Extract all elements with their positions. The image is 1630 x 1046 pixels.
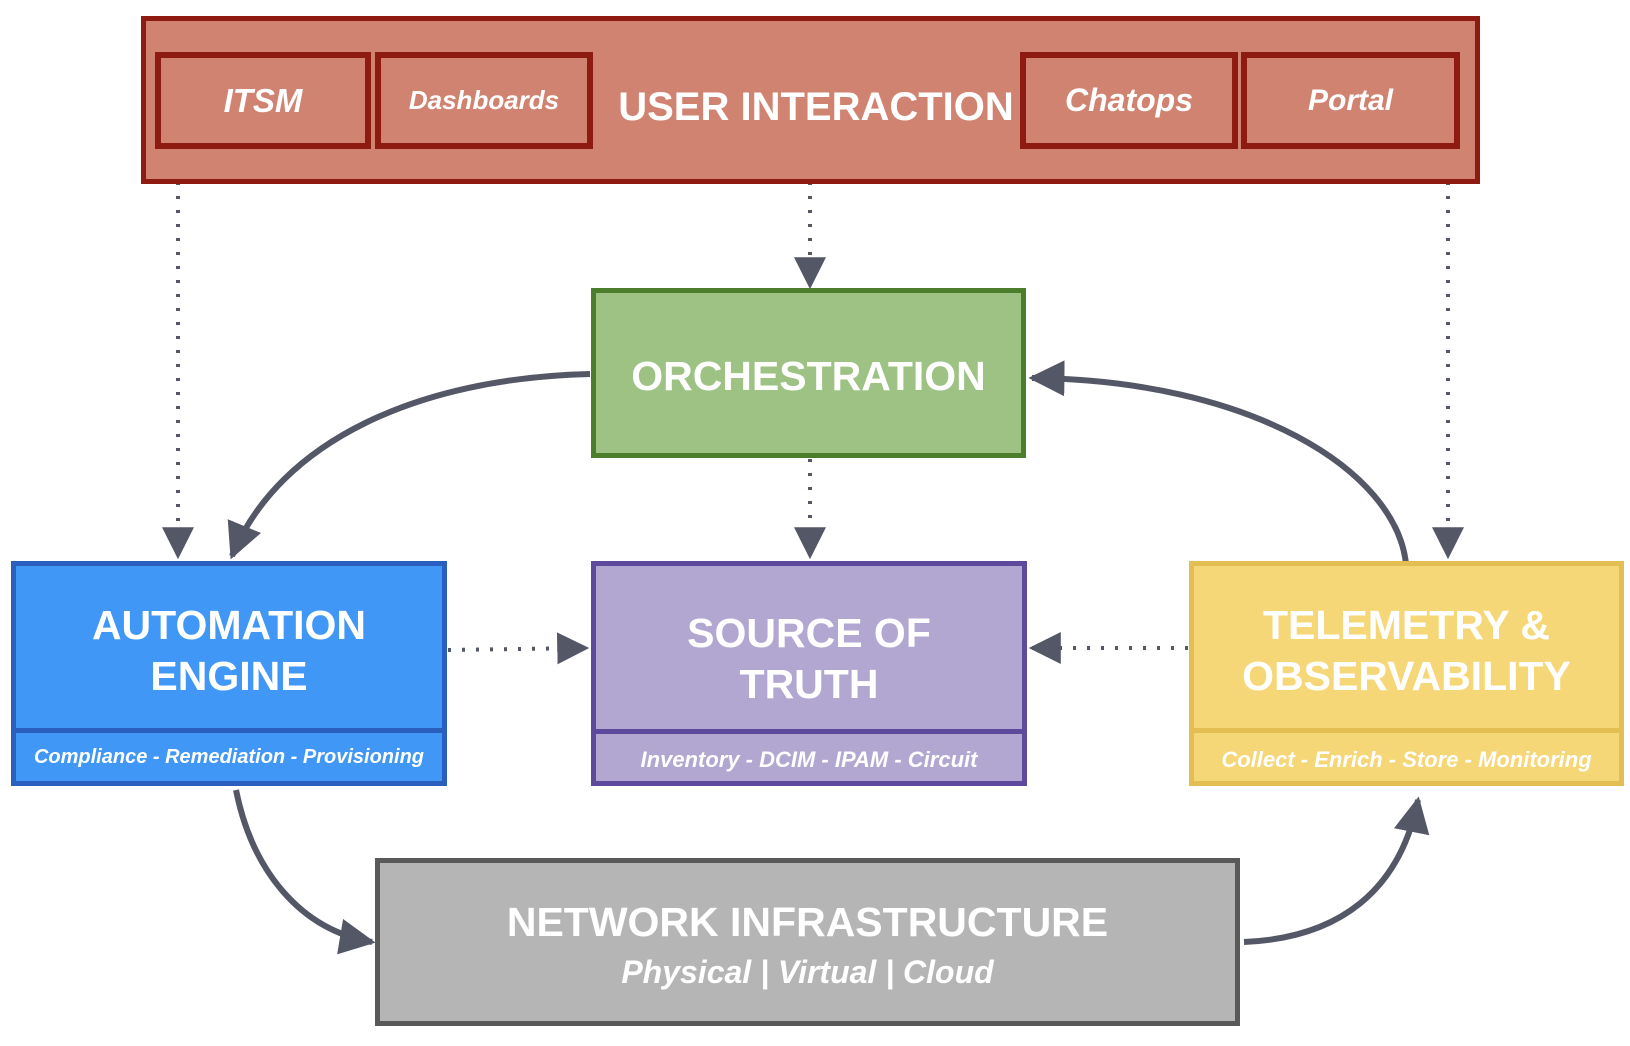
automation-divider: [16, 728, 442, 733]
user-interaction-title: USER INTERACTION: [618, 85, 1014, 129]
ui-item-dashboards: Dashboards: [375, 52, 593, 149]
arrow-network-to-telemetry: [1243, 796, 1430, 945]
arrow-orchestration-to-automation: [227, 371, 591, 560]
telemetry-divider: [1194, 728, 1619, 733]
sot-divider: [596, 729, 1022, 734]
sot-title-line1: SOURCE OF: [687, 610, 931, 656]
sot-subtitle: Inventory - DCIM - IPAM - Circuit: [640, 747, 978, 772]
automation-title-line1: AUTOMATION: [91, 602, 367, 648]
network-title: NETWORK INFRASTRUCTURE: [506, 899, 1109, 945]
network-infrastructure-box: NETWORK INFRASTRUCTURE Physical | Virtua…: [375, 858, 1240, 1026]
arrow-telemetry-to-orchestration: [1028, 360, 1409, 565]
telemetry-box: TELEMETRY & OBSERVABILITY Collect - Enri…: [1189, 561, 1624, 786]
ui-item-itsm: ITSM: [155, 52, 371, 149]
automation-engine-box: AUTOMATION ENGINE Compliance - Remediati…: [11, 561, 447, 786]
ui-item-portal: Portal: [1241, 52, 1460, 149]
dotted-arrow-automation-to-sot: [447, 632, 590, 665]
source-of-truth-box: SOURCE OF TRUTH Inventory - DCIM - IPAM …: [591, 561, 1027, 786]
automation-title-line2: ENGINE: [150, 653, 308, 699]
orchestration-title: ORCHESTRATION: [631, 353, 986, 399]
sot-title-line2: TRUTH: [739, 661, 879, 707]
telemetry-title-line2: OBSERVABILITY: [1242, 653, 1571, 699]
telemetry-title-line1: TELEMETRY &: [1262, 602, 1551, 648]
orchestration-box: ORCHESTRATION: [591, 288, 1026, 458]
network-subtitle: Physical | Virtual | Cloud: [621, 954, 994, 990]
arrow-automation-to-network: [233, 789, 376, 955]
ui-item-chatops: Chatops: [1020, 52, 1238, 149]
telemetry-subtitle: Collect - Enrich - Store - Monitoring: [1221, 747, 1592, 772]
automation-subtitle: Compliance - Remediation - Provisioning: [33, 746, 425, 768]
